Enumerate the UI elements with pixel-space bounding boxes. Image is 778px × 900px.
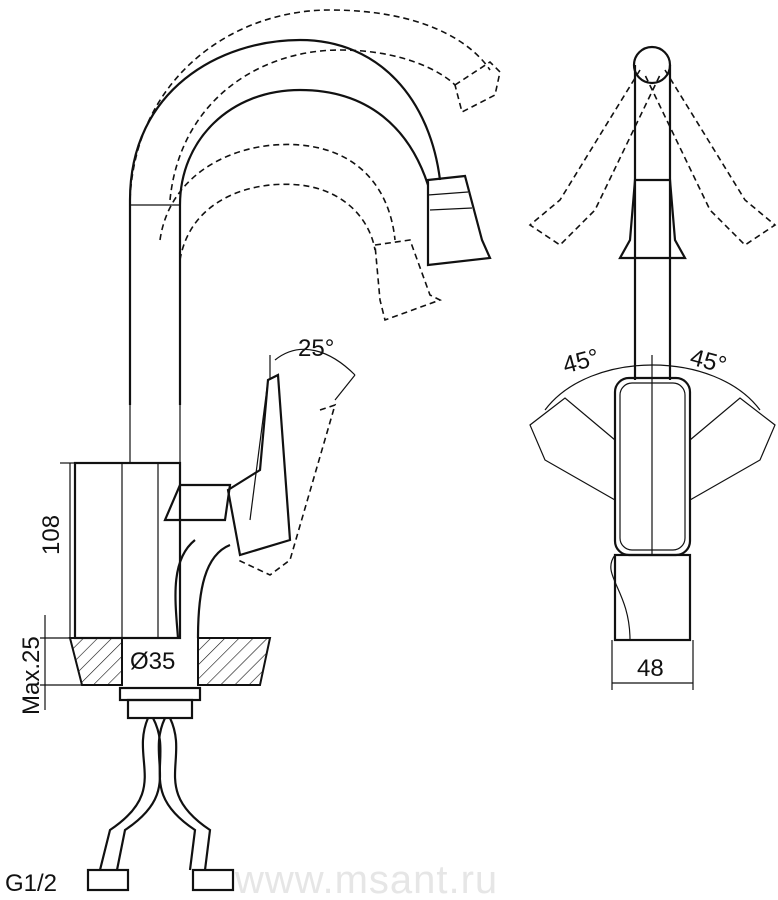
max-thickness-label: Max.25	[18, 636, 45, 715]
countertop	[40, 462, 272, 710]
body-height-label: 108	[38, 514, 65, 555]
mounting-nut	[118, 686, 202, 720]
width-label: 48	[637, 655, 664, 682]
hoses	[86, 717, 235, 892]
hole-diameter-label: Ø35	[130, 648, 176, 675]
side-view-spout	[128, 9, 501, 405]
handle-angle-label: 25°	[298, 335, 335, 362]
front-view	[528, 45, 777, 690]
side-view-body	[73, 405, 232, 640]
side-view-handle	[226, 348, 356, 576]
thread-label: G1/2	[5, 870, 58, 897]
watermark: www.msant.ru	[235, 858, 499, 900]
